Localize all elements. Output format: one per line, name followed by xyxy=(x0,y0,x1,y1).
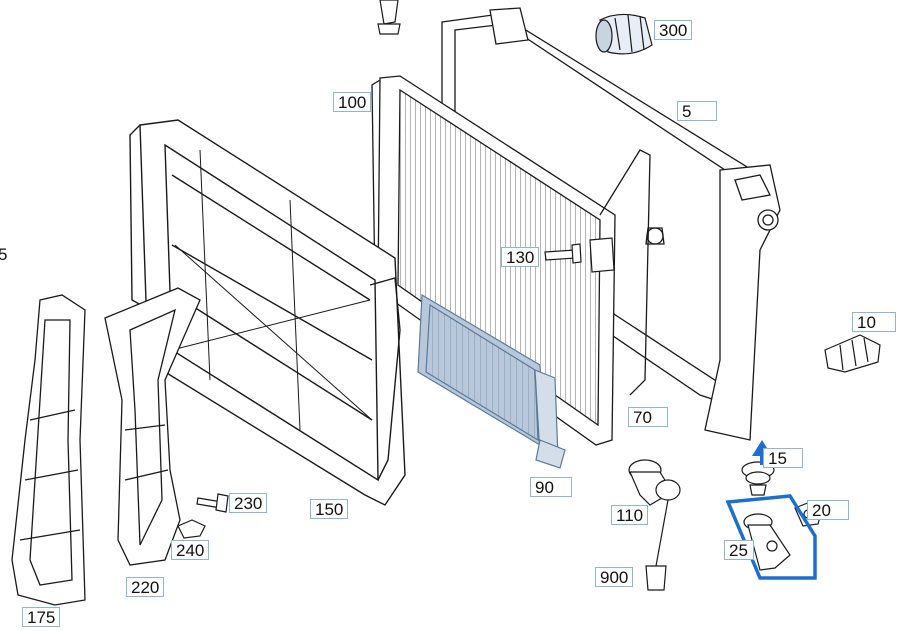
part-130-bolt xyxy=(544,237,615,273)
part-90-aux-radiator xyxy=(417,293,566,469)
part-110-thermostat xyxy=(628,459,681,506)
part-900-cap xyxy=(645,499,669,591)
callout-230: 230 xyxy=(229,493,268,513)
callout-150: 150 xyxy=(310,499,349,519)
part-100-condenser xyxy=(371,75,651,446)
callout-130: 130 xyxy=(501,247,540,267)
callout-5: 5 xyxy=(677,101,717,121)
callout-15: 15 xyxy=(763,448,803,468)
callout-90: 90 xyxy=(530,477,572,497)
callout-900: 900 xyxy=(595,567,634,587)
part-300-coupling xyxy=(595,13,653,55)
callout-100: 100 xyxy=(333,92,372,112)
part-175-left-deflector xyxy=(11,294,86,606)
part-150-front-carrier xyxy=(129,119,406,506)
callout-25: 25 xyxy=(724,540,754,560)
part-25-bracket-group xyxy=(725,494,817,580)
part-10-hose-connector xyxy=(824,334,881,373)
callout-175: 175 xyxy=(22,607,61,627)
callout-300: 300 xyxy=(654,20,693,40)
part-top-hose xyxy=(377,0,401,35)
callout-5-left: 5 xyxy=(0,245,12,265)
callout-240: 240 xyxy=(171,540,210,560)
part-230-bolt xyxy=(196,493,229,513)
callout-10: 10 xyxy=(852,312,896,332)
callout-220: 220 xyxy=(126,577,165,597)
callout-110: 110 xyxy=(611,505,649,525)
callout-70: 70 xyxy=(628,407,668,427)
callout-20: 20 xyxy=(807,500,849,520)
part-220-side-bracket xyxy=(104,287,201,566)
